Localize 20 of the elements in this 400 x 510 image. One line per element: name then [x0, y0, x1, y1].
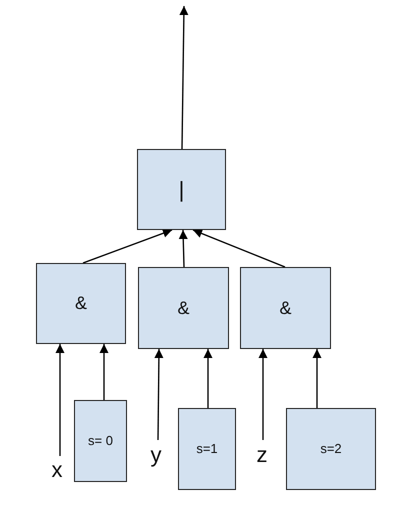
operator-box: &	[36, 263, 126, 344]
arrow	[99, 344, 109, 400]
operator-box: s=1	[178, 408, 236, 490]
arrow	[312, 349, 322, 408]
variable-label: z	[256, 440, 268, 468]
arrow	[178, 230, 188, 268]
arrow	[154, 349, 164, 440]
variable-label: y	[150, 440, 162, 469]
operator-box: |	[137, 149, 226, 230]
arrow	[179, 6, 188, 149]
operator-box: &	[240, 267, 331, 349]
operator-box: s=2	[286, 408, 376, 490]
arrow	[192, 229, 286, 268]
operator-box: s= 0	[74, 400, 127, 482]
variable-label: x	[52, 456, 62, 484]
arrow	[258, 349, 268, 440]
arrow	[55, 344, 65, 456]
operator-box: &	[138, 267, 229, 349]
arrow	[82, 228, 172, 264]
arrow	[203, 349, 213, 408]
